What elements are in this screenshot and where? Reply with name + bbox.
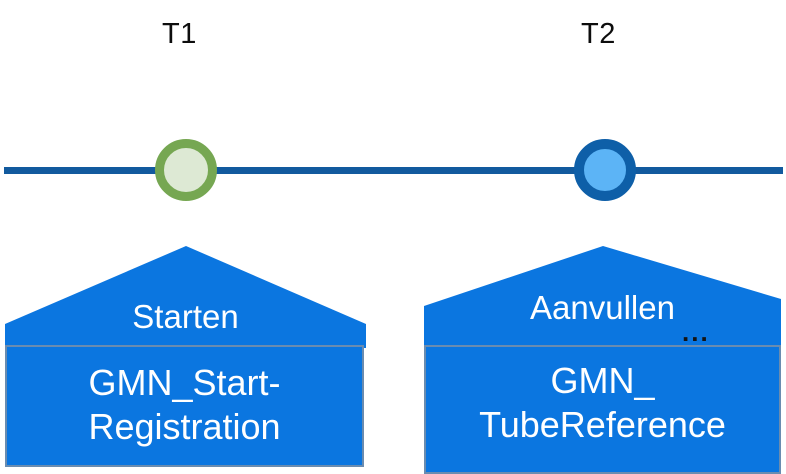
pentagon-icon	[5, 246, 366, 348]
pentagon-shape-aanvullen[interactable]: Aanvullen ...	[424, 244, 781, 348]
time-marker-t2[interactable]	[574, 139, 636, 201]
event-name-box-aanvullen[interactable]: GMN_ TubeReference	[424, 345, 781, 474]
event-action-label-starten: Starten	[132, 298, 239, 335]
pentagon-icon	[424, 246, 781, 348]
event-action-label-aanvullen: Aanvullen	[530, 289, 675, 326]
event-group-starten: Starten GMN_Start- Registration	[5, 244, 366, 474]
event-name-line-2: TubeReference	[479, 404, 726, 445]
event-name-line-1: GMN_Start-	[88, 362, 281, 403]
pentagon-shape-starten[interactable]: Starten	[5, 244, 366, 348]
event-name-line-2: Registration	[88, 406, 281, 447]
timeline-axis	[4, 167, 783, 174]
event-name-box-starten[interactable]: GMN_Start- Registration	[5, 345, 364, 467]
event-name-line-1: GMN_	[550, 360, 655, 401]
time-label-t2: T2	[581, 18, 616, 50]
time-label-t1: T1	[162, 18, 197, 50]
ellipsis-icon: ...	[682, 317, 710, 347]
event-group-aanvullen: Aanvullen ... GMN_ TubeReference	[424, 244, 781, 474]
time-marker-t1[interactable]	[155, 139, 217, 201]
